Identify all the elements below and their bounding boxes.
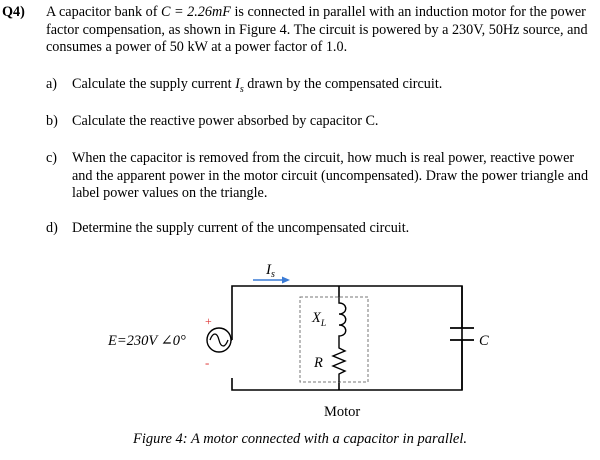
circuit-wires <box>231 285 463 391</box>
part-a-text-pre: Calculate the supply current <box>72 76 236 92</box>
ac-source-icon <box>206 327 232 353</box>
motor-box <box>299 296 369 383</box>
part-b: b) Calculate the reactive power absorbed… <box>46 113 591 131</box>
current-subscript: s <box>239 83 244 95</box>
capacitor-label: C <box>479 333 489 349</box>
question-text: Q4) A capacitor bank of C = 2.26mF is co… <box>2 4 596 57</box>
inductor-label: XL <box>311 310 326 329</box>
current-symbol: I <box>235 76 240 92</box>
part-c-label: c) <box>46 150 58 166</box>
source-label: E=230V ∠0° <box>107 333 186 349</box>
question-number: Q4) <box>2 4 25 20</box>
part-d-text: Determine the supply current of the unco… <box>72 220 410 236</box>
part-c: c) When the capacitor is removed from th… <box>46 150 591 203</box>
figure-caption: Figure 4: A motor connected with a capac… <box>133 431 467 447</box>
motor-label: Motor <box>324 404 360 420</box>
part-b-text: Calculate the reactive power absorbed by… <box>72 113 379 129</box>
minus-sign: - <box>205 355 209 370</box>
part-d-label: d) <box>46 220 58 236</box>
capacitor-icon <box>450 327 474 341</box>
part-a-text-post: drawn by the compensated circuit. <box>243 76 443 92</box>
part-c-text: When the capacitor is removed from the c… <box>72 150 589 201</box>
capacitance-expression: C = 2.26mF <box>161 4 231 20</box>
part-b-label: b) <box>46 113 58 129</box>
part-d: d) Determine the supply current of the u… <box>46 220 591 238</box>
resistor-label: R <box>313 355 323 371</box>
part-a: a) Calculate the supply current Is drawn… <box>46 76 591 98</box>
inductor-icon <box>338 297 347 341</box>
current-arrow <box>253 276 290 284</box>
current-label: Is <box>265 262 275 280</box>
resistor-icon <box>331 341 347 382</box>
plus-sign: + <box>205 314 212 328</box>
question-intro-1: A capacitor bank of <box>46 4 162 20</box>
question-intro-2: is connected in parallel with an inducti… <box>46 4 588 55</box>
part-a-label: a) <box>46 76 58 92</box>
